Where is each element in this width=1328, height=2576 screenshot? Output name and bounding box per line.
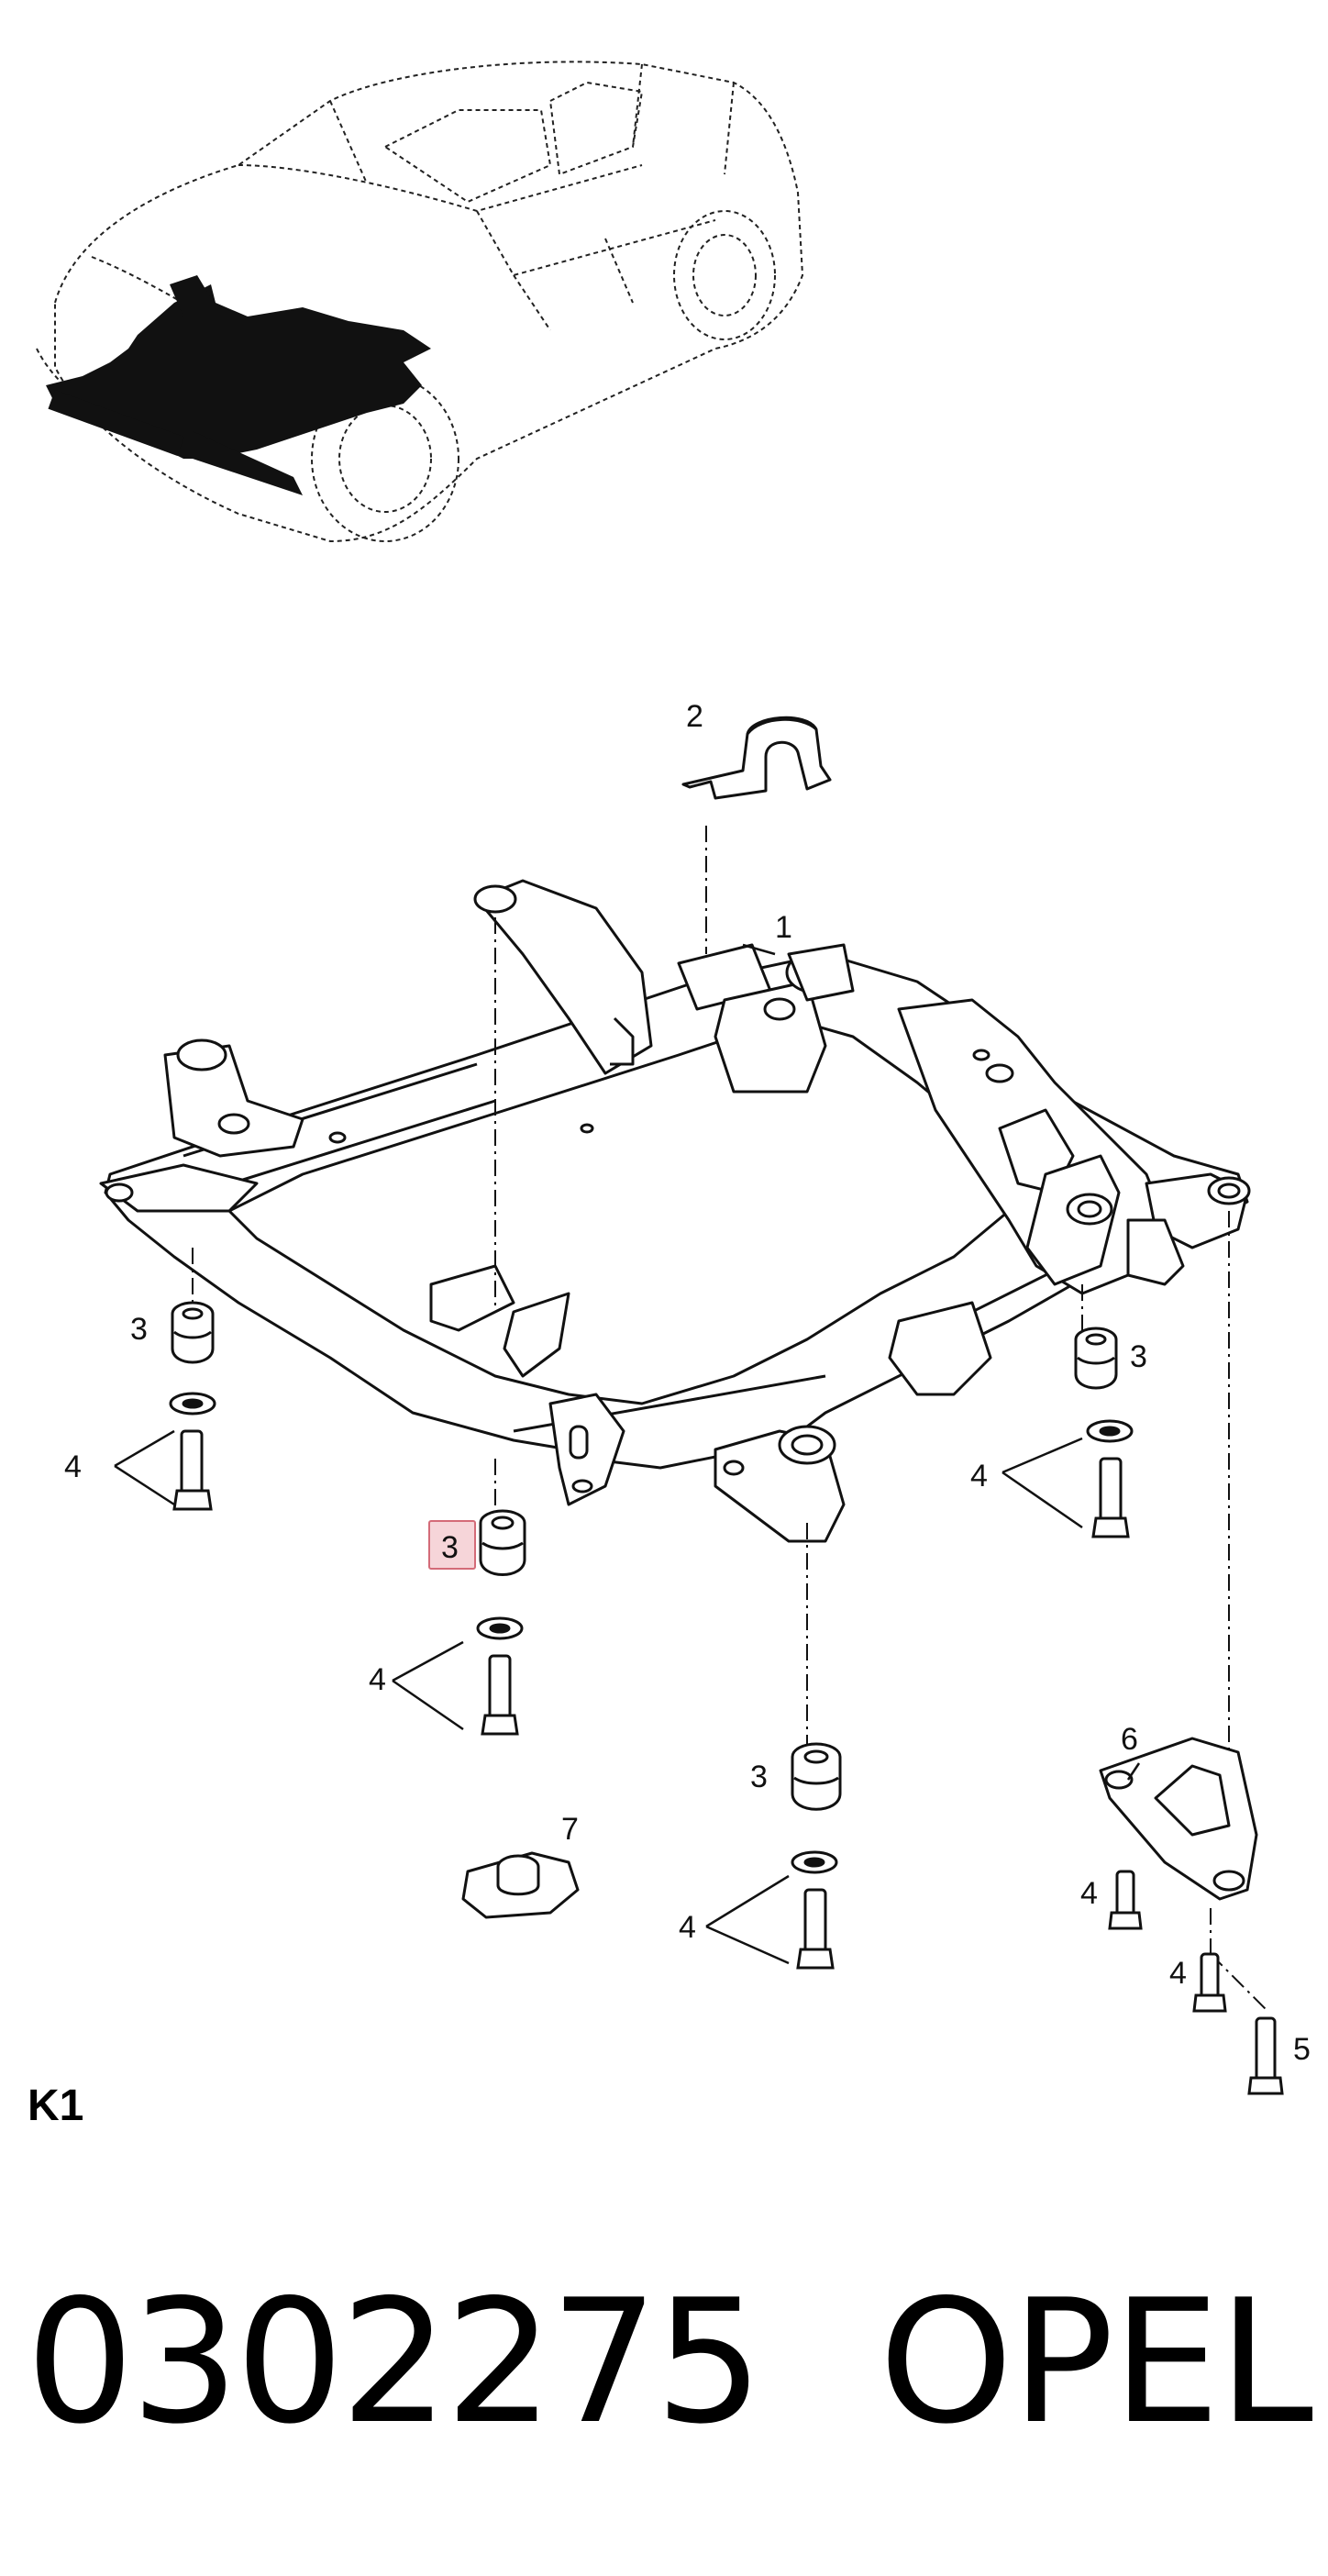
rubber-mount-left <box>171 1301 215 1364</box>
callout-4-bracket-a: 4 <box>1080 1876 1098 1911</box>
callout-1: 1 <box>775 910 792 945</box>
small-mount-cap <box>461 1851 580 1919</box>
brand-name: OPEL <box>879 2262 1313 2461</box>
callout-4-left: 4 <box>64 1449 82 1484</box>
washer-bolt-left <box>169 1392 216 1511</box>
front-subframe-crossmember <box>99 879 1251 1543</box>
callout-4-bottom: 4 <box>679 1910 696 1945</box>
washer-bolt-center <box>476 1616 524 1736</box>
bolt-long <box>1247 2016 1284 2095</box>
callout-4-right: 4 <box>970 1459 988 1493</box>
part-number: 0302275 <box>26 2262 763 2461</box>
callout-3-bottom: 3 <box>750 1760 768 1794</box>
rubber-mount-right <box>1074 1327 1118 1390</box>
callout-3-right: 3 <box>1130 1339 1147 1374</box>
highlighted-subframe-silhouette <box>46 275 431 495</box>
highlight-box <box>428 1520 476 1570</box>
footer: 0302275 OPEL <box>0 2266 1328 2459</box>
bolt-bracket-b <box>1192 1952 1227 2013</box>
rubber-mount-bottom <box>791 1742 842 1811</box>
vehicle-locator-illustration <box>36 61 804 543</box>
sheet-id-label: K1 <box>28 2082 84 2130</box>
callout-labels: 1 2 3 3 3 3 4 4 4 4 4 4 5 6 7 <box>64 699 1311 2067</box>
callout-4-center: 4 <box>369 1662 386 1697</box>
callout-4-bracket-b: 4 <box>1169 1956 1187 1991</box>
callout-5: 5 <box>1293 2032 1311 2067</box>
bolt-bracket-a <box>1108 1870 1143 1930</box>
callout-7: 7 <box>561 1812 579 1847</box>
stabiliser-clamp <box>681 716 832 800</box>
washer-bolt-right <box>1086 1419 1134 1538</box>
callout-3-center: 3 <box>441 1530 459 1565</box>
rubber-mount-center <box>479 1509 526 1576</box>
washer-bolt-bottom <box>791 1850 838 1970</box>
triangular-bracket <box>1099 1737 1258 1901</box>
callout-2: 2 <box>686 699 703 734</box>
callout-3-left: 3 <box>130 1312 148 1347</box>
leader-lines <box>114 943 1141 1965</box>
callout-6: 6 <box>1121 1722 1138 1757</box>
